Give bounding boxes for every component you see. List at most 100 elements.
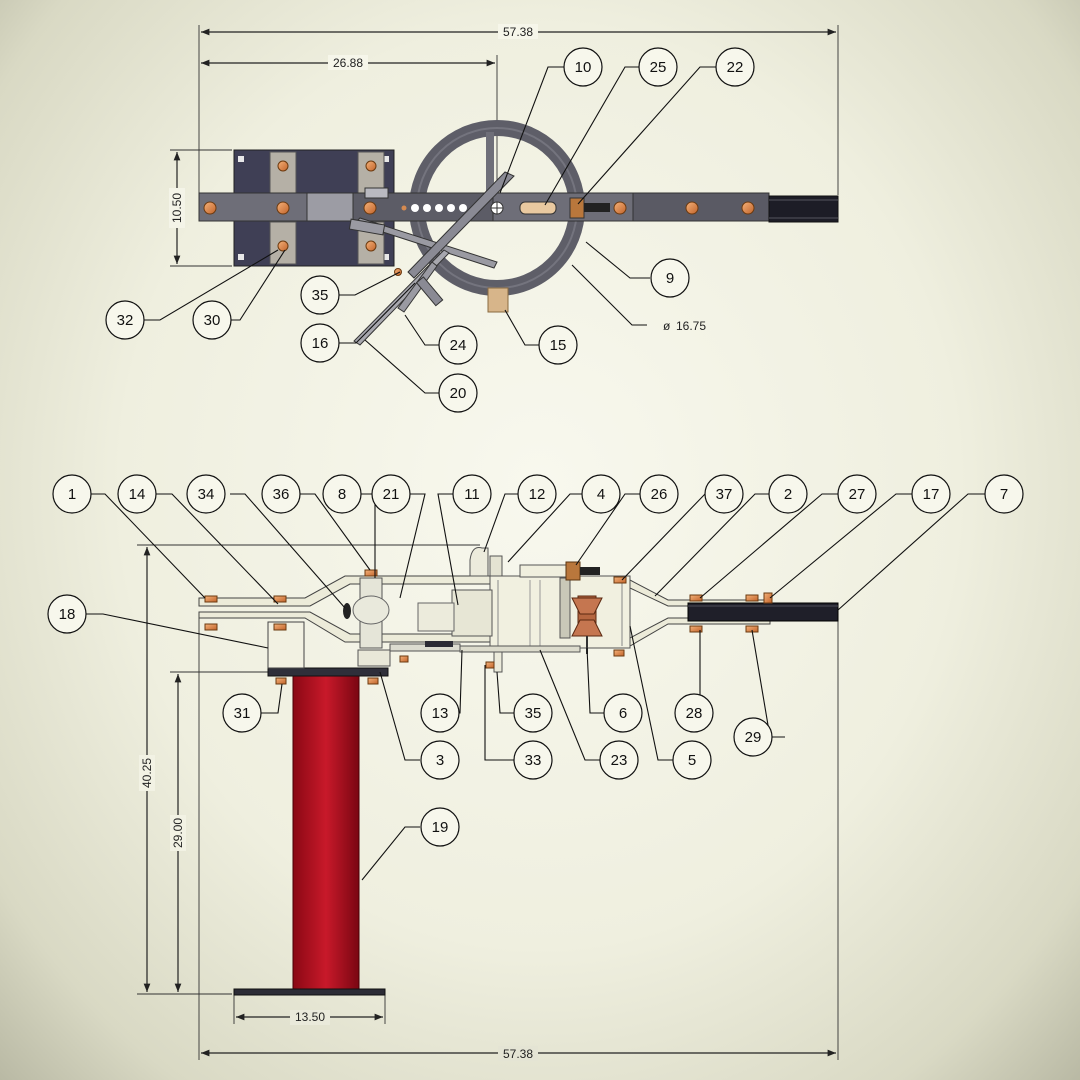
svg-text:ø: ø (663, 319, 671, 333)
balloon-18: 18 (47, 594, 87, 634)
balloon-2: 2 (768, 474, 808, 514)
svg-text:7: 7 (1000, 486, 1008, 503)
dim-wheel-diameter: 16.75 (676, 319, 706, 333)
balloon-26: 26 (639, 474, 679, 514)
svg-text:6: 6 (619, 705, 627, 722)
svg-text:1: 1 (68, 486, 76, 503)
adjust-slot (519, 201, 557, 215)
balloon-10: 10 (563, 47, 603, 87)
balloon-34: 34 (186, 474, 226, 514)
svg-text:11: 11 (464, 486, 480, 503)
balloon-24: 24 (438, 325, 478, 365)
svg-text:12: 12 (529, 486, 546, 503)
svg-text:3: 3 (436, 752, 444, 769)
balloon-23: 23 (599, 740, 639, 780)
svg-text:15: 15 (550, 337, 567, 354)
svg-text:28: 28 (686, 705, 703, 722)
svg-text:25: 25 (650, 59, 667, 76)
svg-text:22: 22 (727, 59, 744, 76)
balloon-3: 3 (420, 740, 460, 780)
balloon-9: 9 (650, 258, 690, 298)
balloon-22: 22 (715, 47, 755, 87)
balloon-19: 19 (420, 807, 460, 847)
balloon-15: 15 (538, 325, 578, 365)
svg-text:33: 33 (525, 752, 542, 769)
svg-text:32: 32 (117, 312, 134, 329)
svg-text:23: 23 (611, 752, 628, 769)
svg-text:24: 24 (450, 337, 467, 354)
balloon-37: 37 (704, 474, 744, 514)
balloon-35-top: 35 (300, 275, 340, 315)
svg-text:35: 35 (525, 705, 542, 722)
balloon-12: 12 (517, 474, 557, 514)
support-post (292, 675, 360, 991)
balloons: 10 25 22 9 15 35 16 24 20 32 30 1 14 34 … (47, 47, 1024, 847)
svg-text:17: 17 (923, 486, 940, 503)
dim-top-overall: 57.38 (503, 25, 533, 39)
balloon-35-side: 35 (513, 693, 553, 733)
balloon-21: 21 (371, 474, 411, 514)
svg-text:21: 21 (383, 486, 400, 503)
dim-bottom-overall: 57.38 (503, 1047, 533, 1061)
balloon-31: 31 (222, 693, 262, 733)
balloon-4: 4 (581, 474, 621, 514)
svg-text:19: 19 (432, 819, 449, 836)
balloon-29: 29 (733, 717, 773, 757)
svg-text:10: 10 (575, 59, 592, 76)
svg-text:35: 35 (312, 287, 329, 304)
balloon-25: 25 (638, 47, 678, 87)
dim-top-partial: 26.88 (333, 56, 363, 70)
adjust-knob (569, 197, 585, 219)
balloon-6: 6 (603, 693, 643, 733)
balloon-28: 28 (674, 693, 714, 733)
floor-plate (233, 988, 386, 996)
svg-text:16: 16 (312, 335, 329, 352)
wheel-pad (487, 287, 509, 313)
svg-text:27: 27 (849, 486, 866, 503)
adjust-knob-side (565, 561, 581, 581)
balloon-1: 1 (52, 474, 92, 514)
balloon-11: 11 (452, 474, 492, 514)
svg-text:29: 29 (745, 729, 762, 746)
balloon-27: 27 (837, 474, 877, 514)
svg-text:31: 31 (234, 705, 251, 722)
svg-text:20: 20 (450, 385, 467, 402)
svg-text:9: 9 (666, 270, 674, 287)
dim-base-width: 13.50 (295, 1010, 325, 1024)
svg-text:18: 18 (59, 606, 76, 623)
svg-text:34: 34 (198, 486, 215, 503)
balloon-30: 30 (192, 300, 232, 340)
dim-side-total-height: 40.25 (140, 758, 154, 788)
balloon-32: 32 (105, 300, 145, 340)
clamp-bracket (269, 151, 297, 197)
svg-text:14: 14 (129, 486, 146, 503)
svg-text:30: 30 (204, 312, 221, 329)
balloon-8: 8 (322, 474, 362, 514)
leader-lines (86, 66, 985, 881)
side-view: 40.25 29.00 13.50 57.38 (137, 544, 839, 1061)
balloon-14: 14 (117, 474, 157, 514)
svg-text:26: 26 (651, 486, 668, 503)
dim-top-height: 10.50 (170, 193, 184, 223)
balloon-5: 5 (672, 740, 712, 780)
spool-6 (571, 595, 603, 654)
dim-side-base-height: 29.00 (171, 818, 185, 848)
balloon-17: 17 (911, 474, 951, 514)
housing-11 (451, 589, 493, 637)
balloon-7: 7 (984, 474, 1024, 514)
balloon-13: 13 (420, 693, 460, 733)
svg-text:8: 8 (338, 486, 346, 503)
balloon-33: 33 (513, 740, 553, 780)
balloon-36: 36 (261, 474, 301, 514)
handle-tube (687, 602, 839, 622)
balloon-20: 20 (438, 373, 478, 413)
svg-text:4: 4 (597, 486, 605, 503)
mount-plate (267, 667, 389, 677)
svg-text:36: 36 (273, 486, 290, 503)
balloon-16: 16 (300, 323, 340, 363)
svg-text:37: 37 (716, 486, 733, 503)
svg-text:13: 13 (432, 705, 449, 722)
svg-text:5: 5 (688, 752, 696, 769)
